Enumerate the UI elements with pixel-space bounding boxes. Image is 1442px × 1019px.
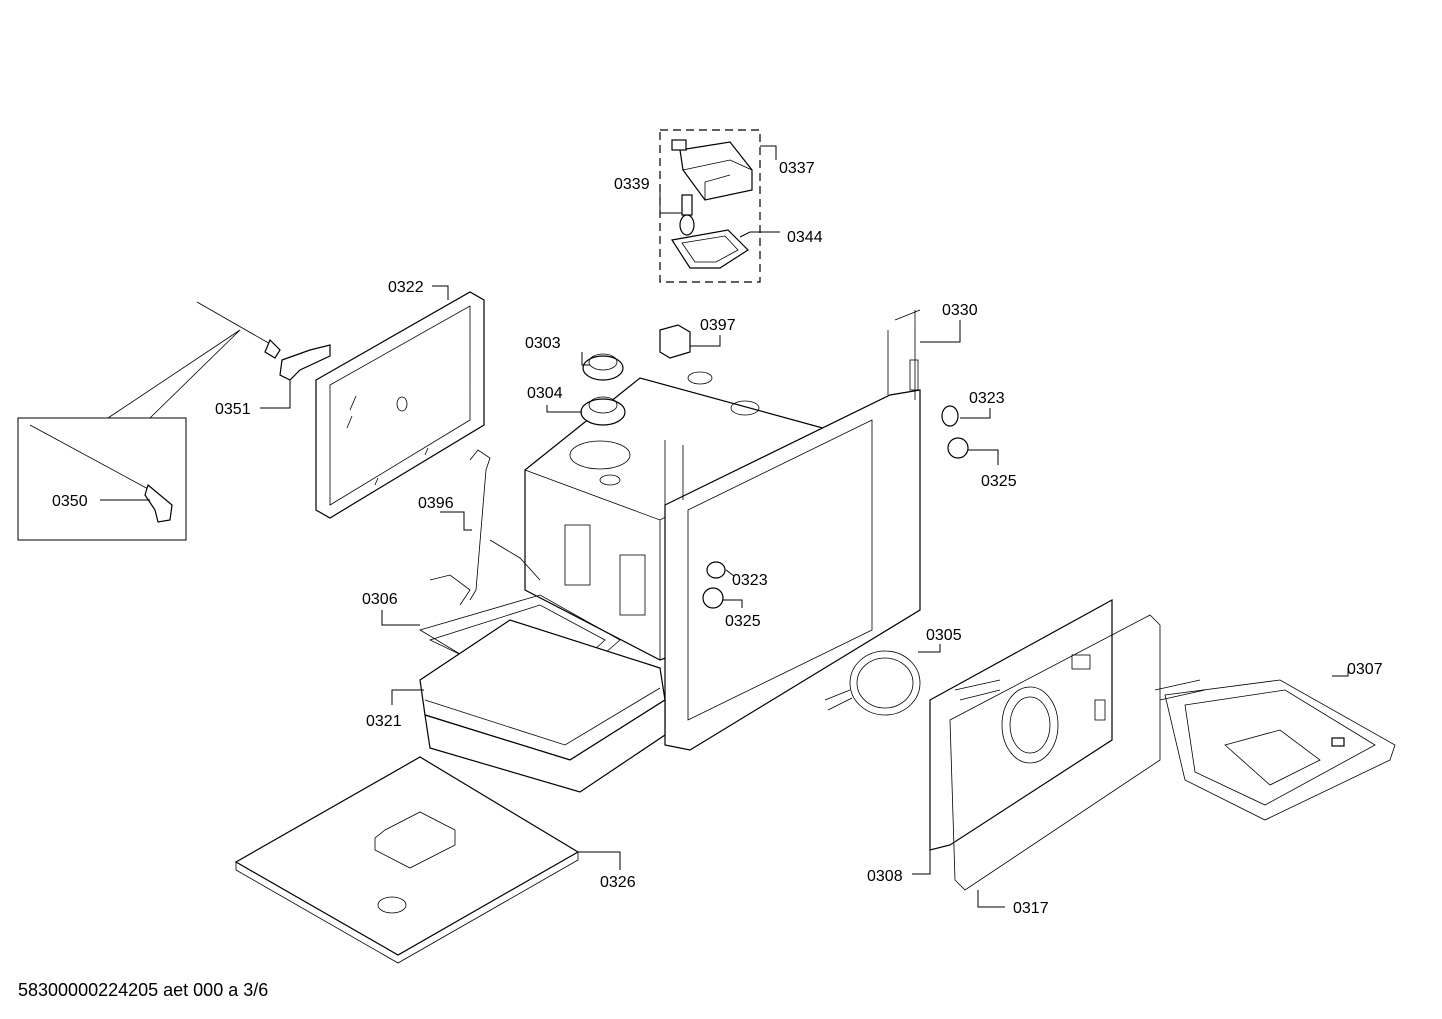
label-0397: 0397: [700, 317, 736, 334]
label-0323-left: 0323: [732, 572, 768, 589]
label-0303: 0303: [525, 335, 561, 352]
label-0317: 0317: [1013, 900, 1049, 917]
label-0325-left: 0325: [725, 613, 761, 630]
label-0344: 0344: [787, 229, 823, 246]
door-panel: [315, 291, 485, 519]
label-0304: 0304: [527, 385, 563, 402]
lamp-holders: [702, 405, 969, 609]
label-0396: 0396: [418, 495, 454, 512]
label-0325-right: 0325: [981, 473, 1017, 490]
hinge-rail-group: [17, 301, 331, 541]
insulation-mat: [419, 619, 666, 793]
lamp-assembly-group: [659, 129, 761, 283]
label-0330: 0330: [942, 302, 978, 319]
circular-heater: [824, 650, 921, 716]
label-0306: 0306: [362, 591, 398, 608]
heating-elements: [419, 449, 621, 706]
label-0307: 0307: [1347, 661, 1383, 678]
bracket-0397: [659, 324, 691, 359]
leader-lines: [100, 145, 1349, 908]
label-0339: 0339: [614, 176, 650, 193]
door-gasket: [949, 614, 1161, 891]
label-0350: 0350: [52, 493, 88, 510]
label-0322: 0322: [388, 279, 424, 296]
back-panel-with-fan: [929, 598, 1113, 851]
base-plate: [234, 756, 580, 964]
label-0326: 0326: [600, 874, 636, 891]
top-heater-element: [1154, 679, 1396, 821]
document-code: 58300000224205 aet 000 a 3/6: [18, 980, 269, 1000]
label-0337: 0337: [779, 160, 815, 177]
oven-cavity-frame: [524, 309, 921, 751]
label-0305: 0305: [926, 627, 962, 644]
label-0351: 0351: [215, 401, 251, 418]
label-0308: 0308: [867, 868, 903, 885]
label-0321: 0321: [366, 713, 402, 730]
label-0323-right: 0323: [969, 390, 1005, 407]
part-labels: 0337 0339 0344 0322 0330 0397 0303 0304 …: [52, 160, 1383, 917]
